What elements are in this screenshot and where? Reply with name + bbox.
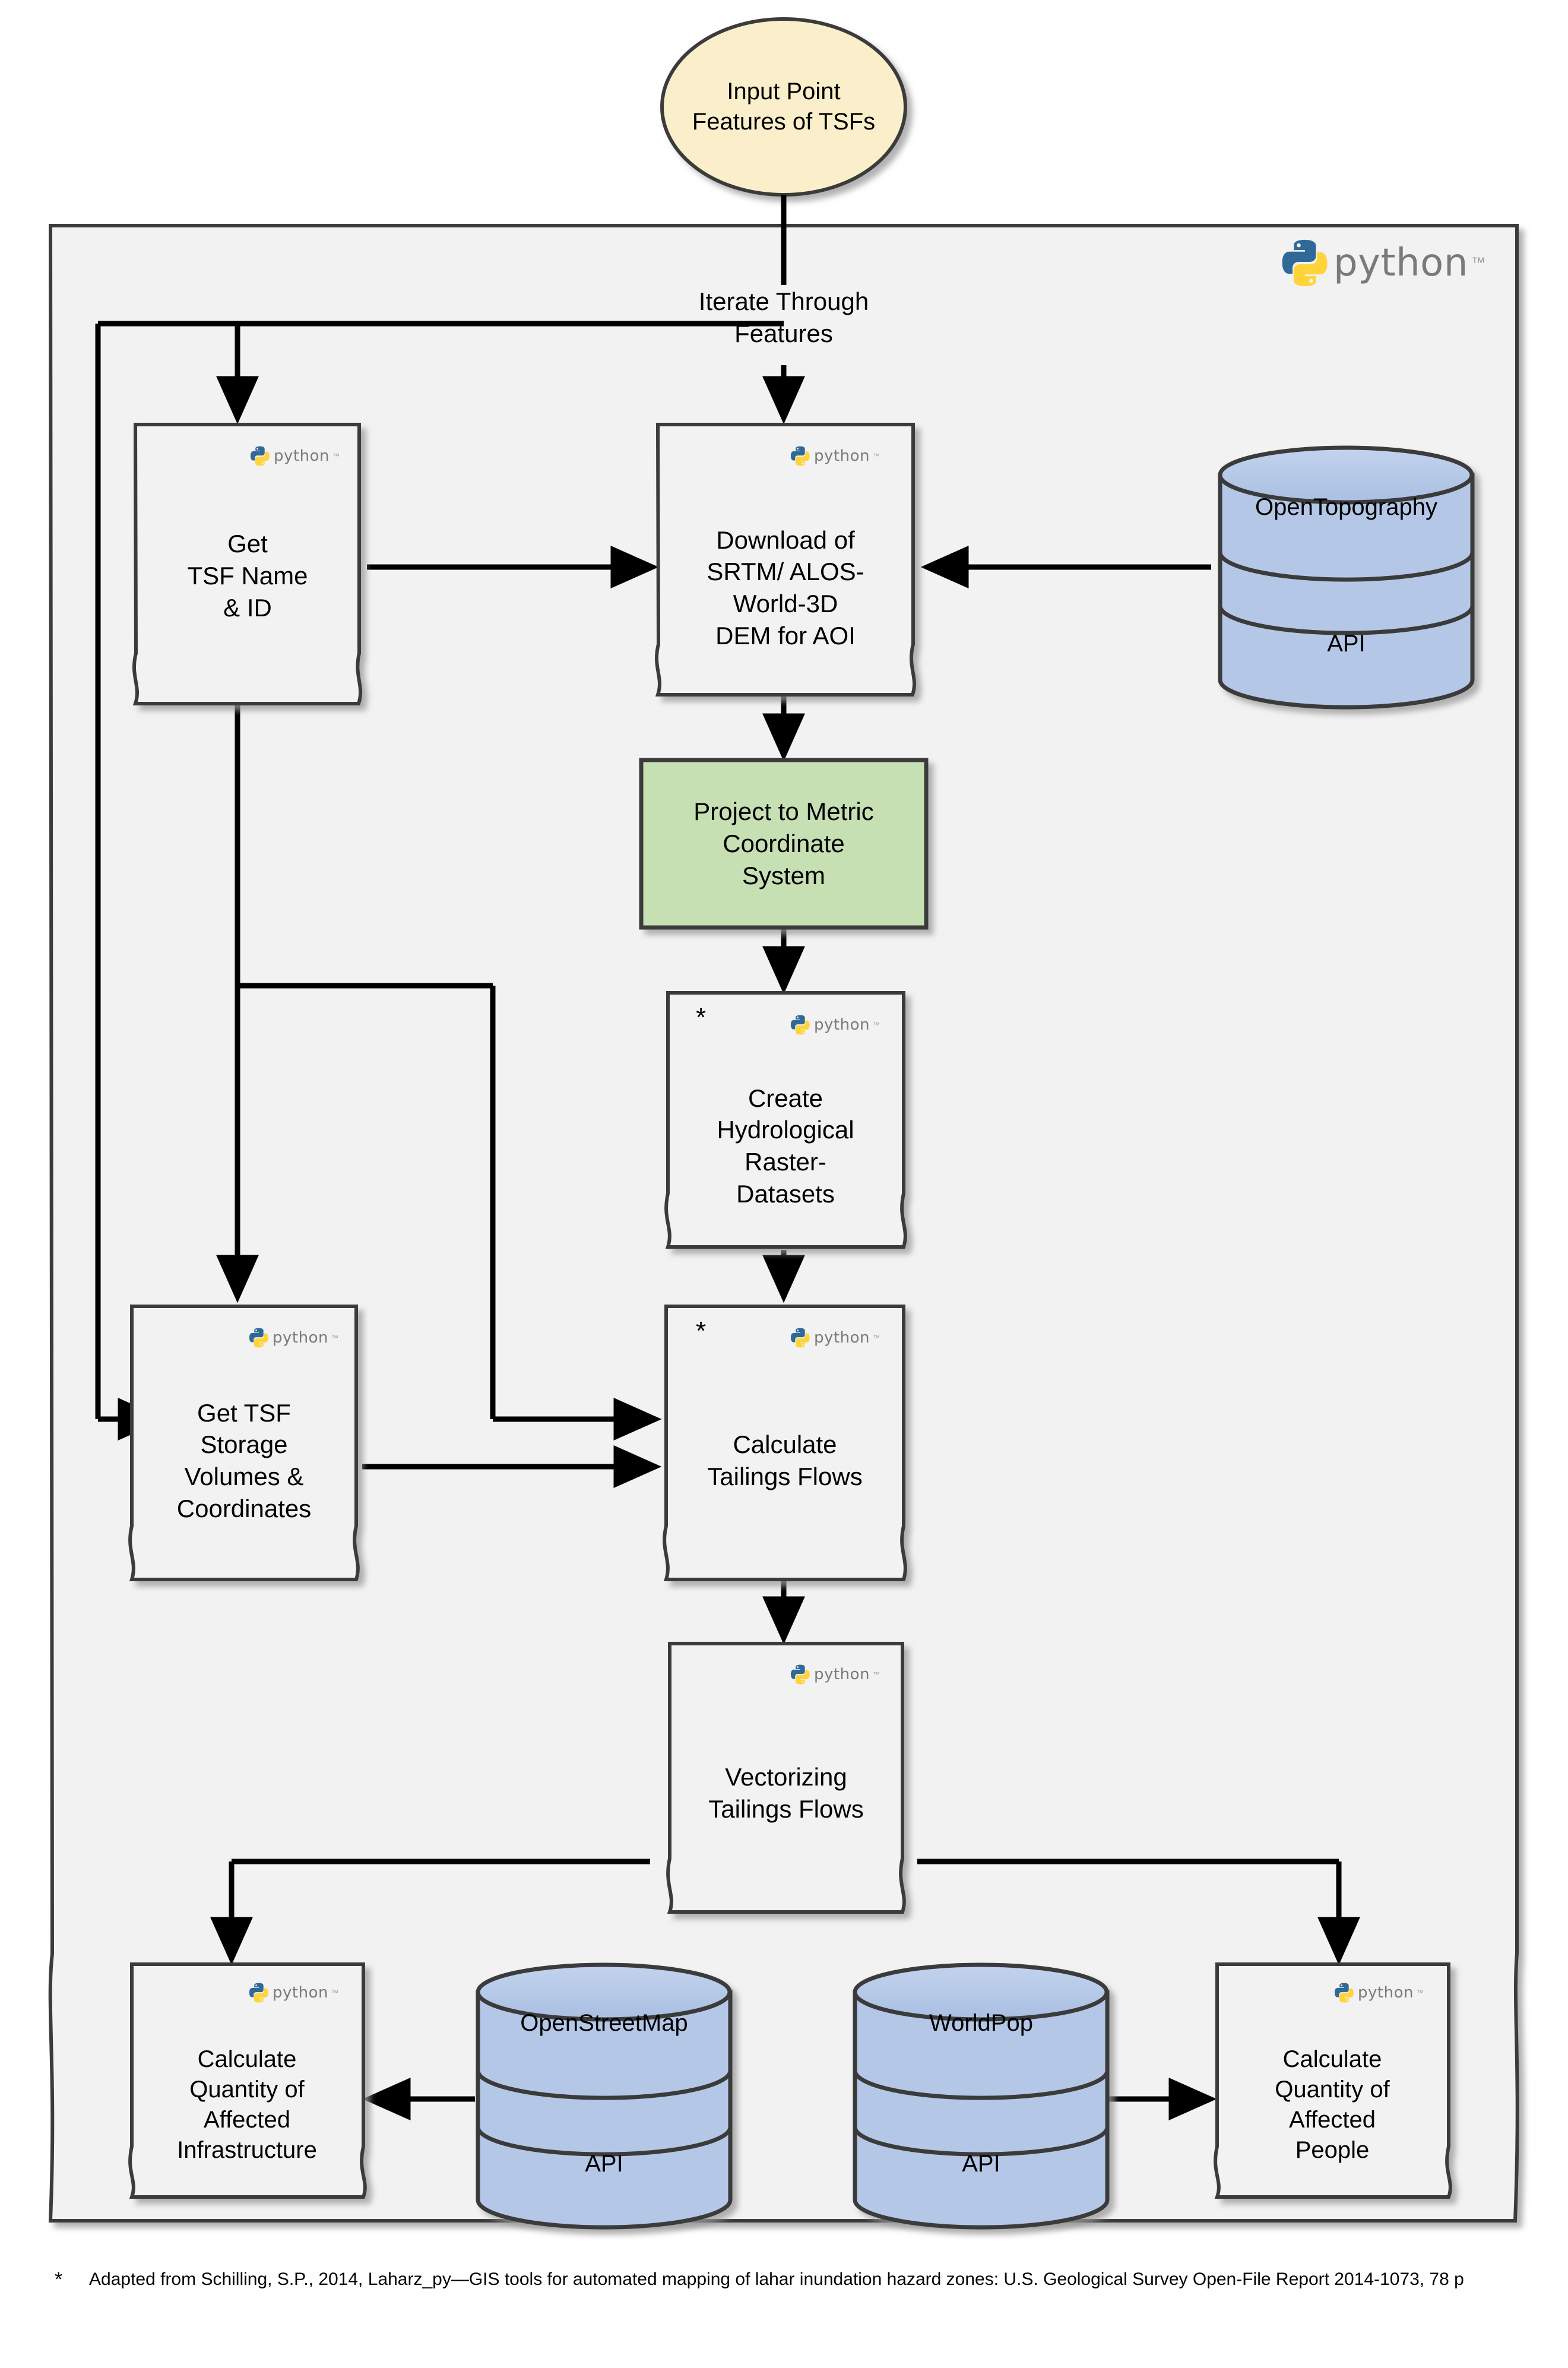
db-worldpop-label: WorldPop [929,2010,1033,2037]
python-icon-create-hydro: python ™ [790,1014,880,1036]
node-create-hydro-label: Create Hydrological Raster- Datasets [717,1084,854,1208]
python-icon-calc-infra: python ™ [248,1982,338,2003]
db-opentopography-sublabel: API [1327,631,1366,657]
python-wordmark: python [274,447,330,465]
python-tm: ™ [332,452,340,460]
node-download-dem-shape [655,423,916,697]
python-icon-get-tsf-storage: python ™ [248,1327,338,1348]
python-wordmark: python [273,1329,328,1347]
node-project-metric-label: Project to Metric Coordinate System [693,797,874,889]
python-tm: ™ [1416,1989,1424,1997]
python-icon-download-dem: python ™ [790,445,880,467]
python-icon-vectorizing: python ™ [790,1664,880,1685]
python-snake-icon [790,1328,810,1348]
node-project-metric-shape [639,758,929,930]
python-brand-logo: python ™ [1279,238,1485,289]
node-get-tsf-storage-label: Get TSF Storage Volumes & Coordinates [176,1398,312,1522]
python-wordmark: python [814,1329,870,1347]
node-calc-people-shape [1214,1962,1452,2199]
db-openstreetmap-label: OpenStreetMap [520,2010,688,2037]
asterisk-marker-create-hydro: * [696,1003,707,1032]
connector-group [95,195,1360,2120]
python-wordmark: python [814,447,870,465]
python-wordmark: python [814,1666,870,1683]
python-brand-tm: ™ [1471,255,1485,271]
python-snake-icon [790,1015,810,1035]
node-create-hydro-shape [664,991,907,1249]
node-calc-infra-shape [128,1962,367,2199]
node-get-tsf-name-shape [132,423,363,705]
node-calc-tailings-shape [663,1305,907,1581]
node-vectorizing-label: Vectorizing Tailings Flows [708,1763,864,1823]
python-wordmark: python [1358,1984,1414,2002]
node-vectorizing-shape [666,1642,906,1914]
python-tm: ™ [872,1021,880,1029]
python-wordmark: python [814,1016,870,1034]
python-icon-calc-tailings: python ™ [790,1327,880,1348]
node-get-tsf-name-label: Get TSF Name & ID [187,530,308,622]
node-calc-people-label: Calculate Quantity of Affected People [1275,2046,1390,2164]
python-snake-icon [1334,1983,1354,2003]
python-snake-icon [249,1328,268,1348]
python-snake-icon [790,446,810,466]
footnote-marker: * [55,2268,63,2291]
python-snake-icon [249,1983,268,2003]
edge-label-iterate: Iterate Through Features [698,287,869,347]
db-opentopography-label: OpenTopography [1255,494,1437,521]
python-tm: ™ [872,1334,880,1342]
db-worldpop-shape [853,1962,1110,2230]
node-calc-tailings-label: Calculate Tailings Flows [707,1430,863,1490]
python-tm: ™ [331,1334,338,1342]
python-tm: ™ [872,452,880,460]
python-wordmark: python [273,1984,328,2002]
footnote-text: Adapted from Schilling, S.P., 2014, Laha… [89,2269,1464,2289]
asterisk-marker-calc-tailings: * [696,1316,707,1346]
python-snake-icon [790,1664,810,1685]
input-ellipse-label: Input Point Features of TSFs [692,78,876,135]
python-icon-calc-people: python ™ [1333,1982,1424,2003]
python-tm: ™ [331,1989,338,1997]
node-get-tsf-storage-shape [128,1305,360,1581]
python-tm: ™ [872,1670,880,1679]
python-snake-icon [250,446,270,466]
python-brand-wordmark: python [1333,241,1468,285]
python-snake-icon [1282,239,1328,287]
python-icon-get-tsf-name: python ™ [249,445,340,467]
db-openstreetmap-shape [476,1962,733,2230]
db-worldpop-sublabel: API [962,2151,1000,2177]
db-opentopography-shape [1218,445,1475,710]
node-download-dem-label: Download of SRTM/ ALOS- World-3D DEM for… [707,525,864,650]
db-openstreetmap-sublabel: API [585,2151,623,2177]
node-calc-infra-label: Calculate Quantity of Affected Infrastru… [177,2046,317,2164]
